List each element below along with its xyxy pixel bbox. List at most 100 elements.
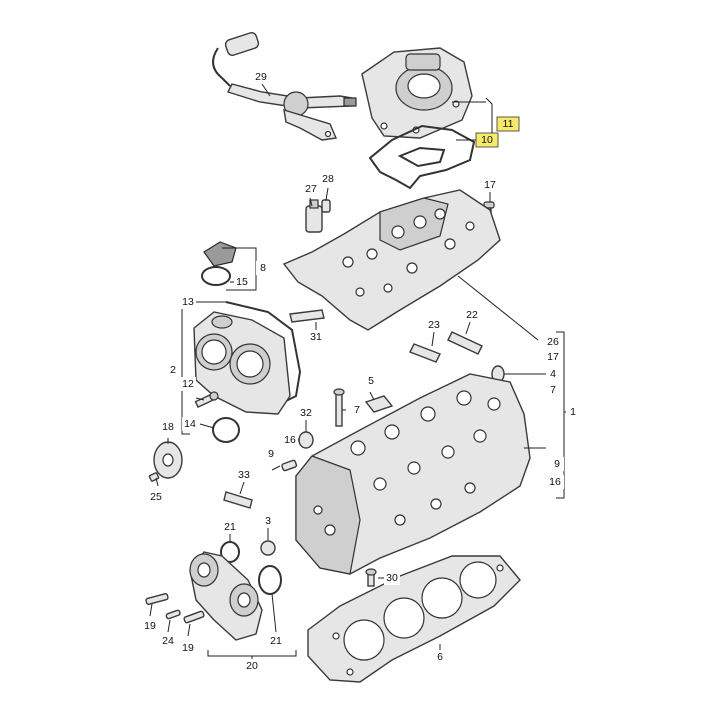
- callout-29: 29: [253, 70, 269, 84]
- callout-4: 4: [546, 367, 560, 381]
- callout-31: 31: [308, 330, 324, 344]
- svg-text:32: 32: [300, 407, 312, 419]
- plug-32: [298, 431, 314, 449]
- cylinder-head: [295, 373, 531, 575]
- oil-separator: [361, 47, 473, 139]
- bolt-7: [333, 388, 345, 427]
- svg-text:2: 2: [170, 364, 176, 376]
- bolt-19-left: [145, 593, 169, 605]
- callout-28: 28: [320, 172, 336, 186]
- svg-text:7: 7: [550, 384, 556, 396]
- callout-22: 22: [464, 308, 480, 322]
- callout-7-mid: 7: [350, 403, 364, 417]
- svg-text:14: 14: [184, 418, 196, 430]
- svg-text:10: 10: [481, 134, 493, 146]
- svg-text:22: 22: [466, 309, 478, 321]
- callout-17-right: 17: [544, 350, 562, 364]
- svg-text:16: 16: [284, 434, 296, 446]
- svg-text:15: 15: [236, 276, 248, 288]
- sprocket-18: [153, 441, 183, 479]
- bolt-25: [148, 472, 160, 482]
- separator-gasket: [368, 124, 476, 190]
- leader-lines: [149, 83, 570, 660]
- seal-5: [364, 395, 394, 413]
- callout-5: 5: [364, 374, 378, 388]
- callout-24: 24: [160, 634, 176, 648]
- callout-9-left: 9: [264, 447, 278, 461]
- seal-ring-14: [212, 417, 240, 443]
- svg-text:12: 12: [182, 378, 194, 390]
- svg-text:25: 25: [150, 491, 162, 503]
- callout-19-left: 19: [142, 619, 158, 633]
- svg-text:5: 5: [368, 375, 374, 387]
- bolt-19-right: [183, 610, 205, 624]
- svg-text:27: 27: [305, 183, 317, 195]
- callout-21-bottom: 21: [268, 634, 284, 648]
- plug-3: [260, 540, 276, 556]
- svg-text:9: 9: [268, 448, 274, 460]
- svg-text:17: 17: [484, 179, 496, 191]
- svg-text:8: 8: [260, 262, 266, 274]
- callout-12: 12: [180, 377, 196, 391]
- svg-text:20: 20: [246, 660, 258, 672]
- callout-18: 18: [160, 420, 176, 434]
- callout-8: 8: [256, 261, 270, 275]
- callout-33: 33: [236, 468, 252, 482]
- callout-16-right: 16: [546, 475, 564, 489]
- svg-text:11: 11: [503, 118, 514, 130]
- callout-1: 1: [566, 405, 580, 419]
- svg-text:7: 7: [354, 404, 360, 416]
- breather-hose: [212, 32, 357, 141]
- stud-9: [281, 459, 298, 472]
- svg-text:18: 18: [162, 421, 174, 433]
- callout-26: 26: [544, 335, 562, 349]
- svg-text:28: 28: [322, 173, 334, 185]
- callout-6: 6: [433, 650, 447, 664]
- svg-text:26: 26: [547, 336, 559, 348]
- svg-text:29: 29: [255, 71, 267, 83]
- svg-text:3: 3: [265, 515, 271, 527]
- svg-text:21: 21: [270, 635, 282, 647]
- svg-text:31: 31: [310, 331, 322, 343]
- callout-9-right: 9: [550, 457, 564, 471]
- pin-23: [409, 343, 441, 363]
- callout-32: 32: [298, 406, 314, 420]
- adjuster-housing: [189, 551, 263, 641]
- bolt-12: [194, 391, 219, 409]
- callout-21-top: 21: [222, 520, 238, 534]
- callout-25: 25: [148, 490, 164, 504]
- callout-14: 14: [182, 417, 198, 431]
- pin-33: [223, 491, 253, 509]
- svg-text:19: 19: [144, 620, 156, 632]
- callout-13: 13: [180, 295, 196, 309]
- control-valve: [305, 199, 331, 233]
- callout-17-top: 17: [482, 178, 498, 192]
- callout-11: 11: [496, 116, 520, 132]
- svg-text:19: 19: [182, 642, 194, 654]
- svg-text:9: 9: [554, 458, 560, 470]
- svg-text:21: 21: [224, 521, 236, 533]
- callout-15: 15: [234, 275, 250, 289]
- svg-text:1: 1: [570, 406, 576, 418]
- timing-cover: [193, 301, 302, 415]
- svg-text:4: 4: [550, 368, 556, 380]
- callout-7-right: 7: [546, 383, 560, 397]
- svg-text:17: 17: [547, 351, 559, 363]
- callout-27: 27: [303, 182, 319, 196]
- callout-30: 30: [384, 571, 400, 585]
- svg-text:23: 23: [428, 319, 440, 331]
- svg-text:24: 24: [162, 635, 174, 647]
- callout-19-right: 19: [180, 641, 196, 655]
- callout-10: 10: [475, 132, 499, 148]
- callout-labels: 29 11 10 27 28 17 8 15 13 31 23 22 26 17…: [142, 70, 580, 673]
- seal-ring-21-bottom: [258, 565, 282, 595]
- callout-3: 3: [261, 514, 275, 528]
- bolt-30: [365, 568, 377, 587]
- spacer-31: [289, 309, 325, 323]
- svg-text:16: 16: [549, 476, 561, 488]
- bolt-24: [165, 609, 181, 620]
- head-gasket: [307, 555, 521, 683]
- callout-20: 20: [244, 659, 260, 673]
